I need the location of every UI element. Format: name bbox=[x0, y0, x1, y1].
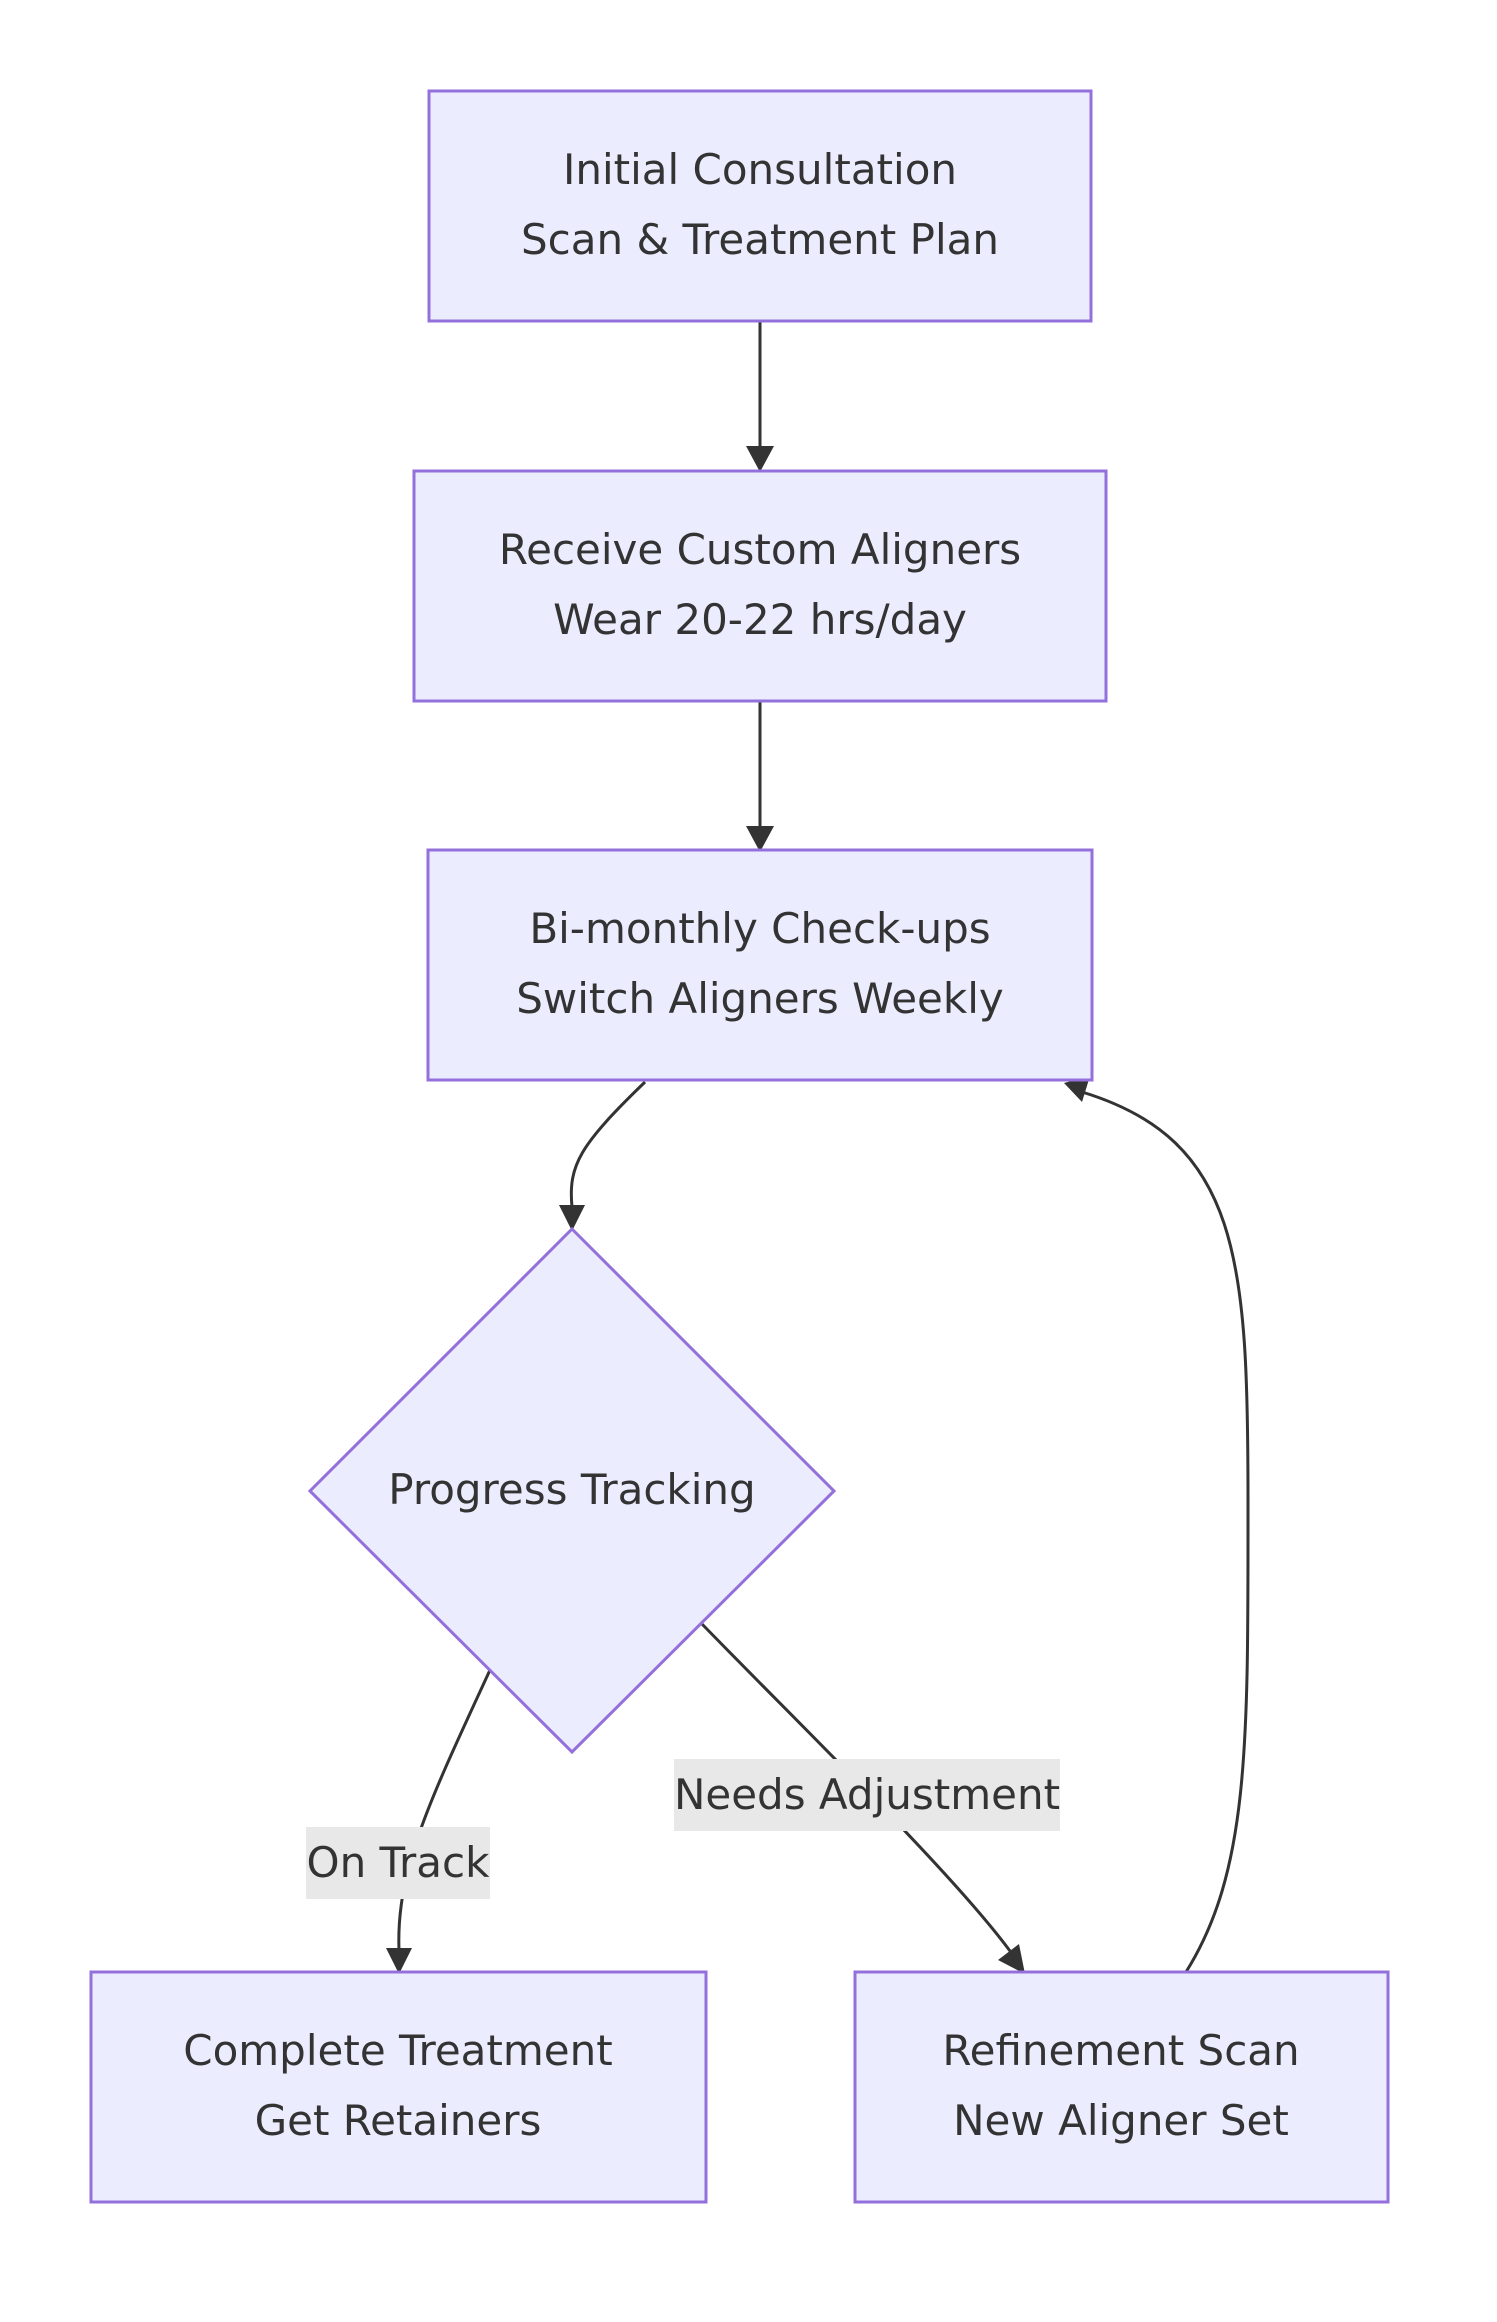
edge-label-on-track-text: On Track bbox=[307, 1838, 491, 1887]
node-progress-tracking: Progress Tracking bbox=[307, 1226, 837, 1755]
node-complete-treatment: Complete Treatment Get Retainers bbox=[89, 1970, 708, 2204]
node-checkups: Bi-monthly Check-ups Switch Aligners Wee… bbox=[426, 848, 1094, 1082]
arrowhead-checkups-return bbox=[1064, 1076, 1090, 1102]
node-checkups-line2: Switch Aligners Weekly bbox=[516, 974, 1004, 1023]
arrowhead-complete bbox=[386, 1948, 412, 1974]
arrowhead-aligners bbox=[746, 446, 774, 472]
node-receive-aligners-line1: Receive Custom Aligners bbox=[499, 525, 1021, 574]
node-initial-consultation: Initial Consultation Scan & Treatment Pl… bbox=[427, 89, 1093, 323]
edge-progress-to-complete bbox=[397, 1669, 492, 1951]
arrowhead-checkups bbox=[746, 826, 774, 852]
edge-checkups-to-progress bbox=[569, 1080, 647, 1208]
node-refinement-scan-line1: Refinement Scan bbox=[942, 2026, 1299, 2075]
node-receive-aligners-line2: Wear 20-22 hrs/day bbox=[553, 595, 967, 644]
node-complete-treatment-line1: Complete Treatment bbox=[183, 2026, 612, 2075]
arrowhead-progress bbox=[559, 1205, 585, 1231]
node-complete-treatment-line2: Get Retainers bbox=[255, 2096, 542, 2145]
node-refinement-scan: Refinement Scan New Aligner Set bbox=[853, 1970, 1390, 2204]
node-receive-aligners: Receive Custom Aligners Wear 20-22 hrs/d… bbox=[412, 469, 1108, 703]
node-refinement-scan-line2: New Aligner Set bbox=[953, 2096, 1289, 2145]
arrowhead-refinement bbox=[998, 1944, 1025, 1974]
node-checkups-line1: Bi-monthly Check-ups bbox=[529, 904, 990, 953]
edge-label-needs-adjustment: Needs Adjustment bbox=[674, 1759, 1060, 1831]
edge-label-needs-adjustment-text: Needs Adjustment bbox=[674, 1770, 1060, 1819]
node-initial-consultation-line2: Scan & Treatment Plan bbox=[521, 215, 999, 264]
edge-refinement-to-checkups bbox=[1081, 1090, 1250, 1973]
edge-label-on-track: On Track bbox=[306, 1827, 490, 1899]
node-initial-consultation-line1: Initial Consultation bbox=[563, 145, 957, 194]
node-progress-tracking-label: Progress Tracking bbox=[388, 1465, 755, 1514]
